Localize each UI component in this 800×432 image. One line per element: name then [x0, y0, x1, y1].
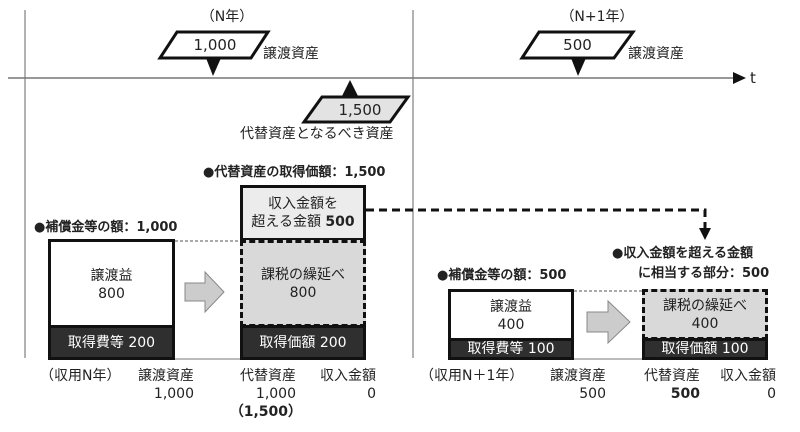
- acquisition-price-n-text: 取得価額 200: [259, 334, 347, 351]
- footer-n-col3-value: 0: [367, 386, 376, 402]
- footer-n1-col3-header: 収入金額: [720, 368, 776, 384]
- case-n-label: （収用N年）: [40, 368, 121, 384]
- year-n1-label: （N+1年）: [560, 9, 634, 25]
- compensation-n-heading: ●補償金等の額：1,000: [34, 220, 178, 235]
- tax-deferral-n-box: 課税の繰延べ 800: [240, 240, 366, 327]
- replacement-asset-shape: [301, 95, 411, 124]
- tax-deferral-value: 400: [691, 315, 719, 332]
- replacement-cost-heading: ●代替資産の取得価額：1,500: [203, 165, 386, 180]
- compensation-n1-heading: ●補償金等の額：500: [437, 268, 567, 283]
- tax-deferral-n1-box: 課税の繰延べ 400: [642, 289, 768, 340]
- footer-n1-col1-value: 500: [579, 386, 606, 402]
- tax-deferral-label: 課税の繰延べ: [261, 266, 345, 283]
- connector-arrowhead-icon: [699, 228, 711, 240]
- footer-n-col2-value: 1,000: [255, 386, 296, 402]
- transfer-asset-n1-shape: [519, 30, 636, 60]
- footer-n-col2-extra: （1,500）: [229, 404, 302, 420]
- transfer-asset-n-value: 1,000: [193, 36, 237, 54]
- up-pointer-icon: [342, 80, 358, 96]
- footer-n-col1-value: 1,000: [153, 386, 194, 402]
- carryover-connector: [366, 208, 707, 230]
- block-arrow-icon: [586, 299, 631, 345]
- year-n-label: （N年）: [200, 9, 254, 25]
- excess-portion-heading-2: に相当する部分：500: [638, 266, 770, 281]
- acquisition-price-n1-box: 取得価額 100: [642, 338, 768, 360]
- acquisition-cost-n1-box: 取得費等 100: [448, 338, 574, 360]
- footer-n-col1-header: 譲渡資産: [138, 368, 194, 384]
- transfer-gain-value: 800: [98, 285, 125, 302]
- transfer-gain-n1-box: 譲渡益 400: [448, 289, 574, 339]
- time-axis-label: t: [750, 69, 756, 87]
- tax-deferral-label: 課税の繰延べ: [663, 297, 747, 314]
- acquisition-cost-n1-text: 取得費等 100: [467, 341, 555, 357]
- transfer-gain-label: 譲渡益: [90, 267, 133, 284]
- down-pointer-icon: [206, 58, 221, 76]
- down-pointer-icon: [571, 58, 586, 76]
- footer-n-col2-header: 代替資産: [240, 368, 296, 384]
- excess-portion-heading-1: ●収入金額を超える金額: [612, 246, 753, 261]
- transfer-asset-n-shape: [157, 30, 271, 60]
- excess-line1: 収入金額を: [268, 196, 338, 212]
- footer-n1-col3-value: 0: [767, 386, 776, 402]
- transfer-asset-n1-label: 譲渡資産: [628, 46, 684, 62]
- replacement-asset-label: 代替資産となるべき資産: [240, 126, 394, 142]
- footer-n1-col1-header: 譲渡資産: [550, 368, 606, 384]
- footer-n1-col2-header: 代替資産: [644, 368, 700, 384]
- transfer-asset-n1-value: 500: [563, 36, 592, 54]
- transfer-gain-label: 譲渡益: [490, 298, 532, 315]
- transfer-gain-n-box: 譲渡益 800: [48, 239, 175, 327]
- timeline-arrowhead-icon: [733, 72, 746, 84]
- tax-deferral-value: 800: [289, 284, 317, 301]
- excess-amount-box: 収入金額を 超える金額 500: [240, 185, 366, 241]
- acquisition-price-n1-text: 取得価額 100: [661, 341, 749, 357]
- case-n1-label: （収用N＋1年）: [420, 368, 524, 384]
- transfer-asset-n-label: 譲渡資産: [263, 46, 319, 62]
- footer-n1-col2-value: 500: [670, 386, 700, 402]
- acquisition-cost-n-box: 取得費等 200: [48, 325, 175, 360]
- replacement-asset-value: 1,500: [338, 101, 382, 119]
- footer-n-col3-header: 収入金額: [320, 368, 376, 384]
- excess-value: 500: [325, 214, 355, 230]
- excess-line2: 超える金額 500: [251, 213, 354, 231]
- excess-line2-text: 超える金額: [251, 214, 326, 230]
- acquisition-price-n-box: 取得価額 200: [240, 325, 366, 360]
- acquisition-cost-n-text: 取得費等 200: [67, 334, 156, 351]
- block-arrow-icon: [184, 270, 225, 314]
- transfer-gain-value: 400: [497, 316, 525, 333]
